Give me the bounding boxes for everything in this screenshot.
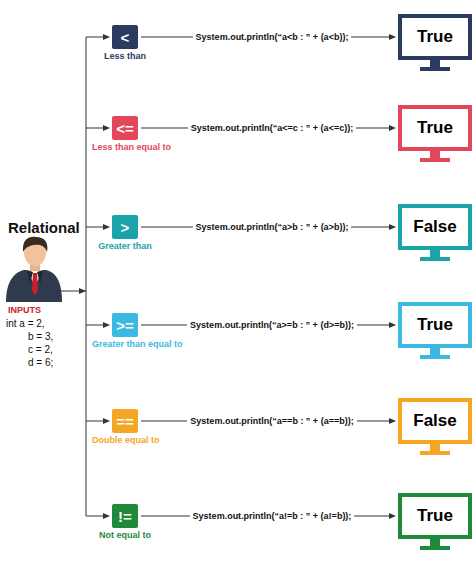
- result-value: True: [417, 315, 453, 335]
- operator-box: <Less than: [112, 25, 138, 49]
- operator-symbol: <=: [116, 121, 134, 136]
- monitor-neck: [430, 539, 440, 546]
- code-statement: System.out.println(“a>=b : ” + (d>=b));: [187, 319, 357, 331]
- monitor-base: [420, 158, 450, 162]
- arrowhead: [389, 513, 396, 519]
- arrowhead: [389, 224, 396, 230]
- monitor-screen: True: [398, 14, 472, 60]
- operator-name: Greater than: [98, 241, 152, 251]
- monitor-neck: [430, 348, 440, 355]
- inputs-heading: INPUTS: [8, 305, 41, 315]
- code-statement: System.out.println(“a!=b : ” + (a!=b));: [190, 510, 355, 522]
- monitor-screen: False: [398, 204, 472, 250]
- code-statement: System.out.println(“a==b : ” + (a==b));: [187, 415, 356, 427]
- input-code: int a = 2,: [6, 318, 45, 329]
- monitor-base: [420, 67, 450, 71]
- operator-name: Greater than equal to: [92, 339, 183, 349]
- monitor-frame: [400, 206, 470, 248]
- monitor-neck: [430, 60, 440, 67]
- operator-box: ==Double equal to: [112, 409, 138, 433]
- operator-name: Less than equal to: [92, 142, 171, 152]
- monitor-frame: [400, 304, 470, 346]
- operator-box: <=Less than equal to: [112, 116, 138, 140]
- input-code: c = 2,: [28, 344, 53, 355]
- monitor-base: [420, 546, 450, 550]
- operator-box: !=Not equal to: [112, 504, 138, 528]
- operator-symbol: !=: [118, 509, 132, 524]
- code-statement: System.out.println(“a>b : ” + (a>b));: [193, 221, 352, 233]
- monitor-base: [420, 355, 450, 359]
- result-value: False: [413, 217, 456, 237]
- operator-symbol: ==: [116, 414, 134, 429]
- monitor-screen: True: [398, 105, 472, 151]
- code-statement: System.out.println(“a<b : ” + (a<b));: [193, 31, 352, 43]
- result-value: True: [417, 506, 453, 526]
- operator-box: >Greater than: [112, 215, 138, 239]
- code-statement: System.out.println(“a<=c : ” + (a<=c));: [188, 122, 356, 134]
- operator-symbol: >=: [116, 318, 134, 333]
- operator-symbol: <: [121, 30, 130, 45]
- arrowhead: [389, 34, 396, 40]
- result-value: False: [413, 411, 456, 431]
- monitor-base: [420, 257, 450, 261]
- monitor-screen: False: [398, 398, 472, 444]
- arrowhead: [389, 418, 396, 424]
- input-code: b = 3,: [28, 331, 53, 342]
- operator-name: Not equal to: [99, 530, 151, 540]
- arrowhead: [389, 322, 396, 328]
- operator-symbol: >: [121, 220, 130, 235]
- monitor-frame: [400, 495, 470, 537]
- person-illustration: [6, 237, 62, 302]
- monitor-frame: [400, 400, 470, 442]
- monitor-neck: [430, 250, 440, 257]
- monitor-base: [420, 451, 450, 455]
- monitor-screen: True: [398, 302, 472, 348]
- result-value: True: [417, 118, 453, 138]
- monitor-frame: [400, 107, 470, 149]
- monitor-neck: [430, 444, 440, 451]
- result-value: True: [417, 27, 453, 47]
- operator-name: Less than: [104, 51, 146, 61]
- diagram-title: Relational: [8, 219, 80, 236]
- arrowhead: [389, 125, 396, 131]
- input-code: d = 6;: [28, 357, 53, 368]
- monitor-frame: [400, 16, 470, 58]
- monitor-screen: True: [398, 493, 472, 539]
- operator-name: Double equal to: [92, 435, 160, 445]
- monitor-neck: [430, 151, 440, 158]
- operator-box: >=Greater than equal to: [112, 313, 138, 337]
